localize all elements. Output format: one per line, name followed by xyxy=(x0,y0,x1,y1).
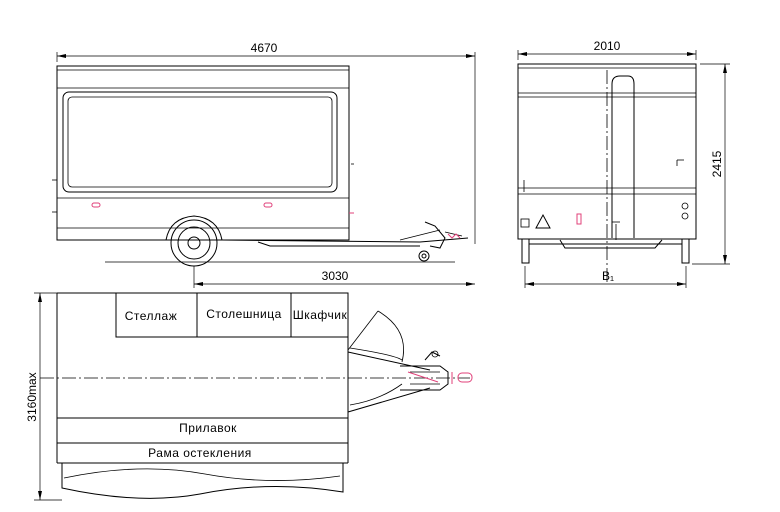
label-worktop: Столешница xyxy=(206,307,282,321)
dim-rear-height: 2415 xyxy=(710,150,724,177)
label-counter: Прилавок xyxy=(179,421,237,435)
rear-body-outline xyxy=(517,63,697,240)
side-window xyxy=(62,91,338,193)
plan-glazing-cut xyxy=(61,463,344,499)
dim-plan-width: 3160max xyxy=(25,372,39,421)
rear-view: 2010 2415 B₁ xyxy=(517,39,730,288)
dim-rear-width: 2010 xyxy=(594,39,621,53)
rear-door xyxy=(611,75,635,238)
label-cabinet: Шкафчик xyxy=(293,308,348,322)
dim-track: B₁ xyxy=(602,269,614,283)
side-view: 4670 3030 xyxy=(52,41,476,288)
plan-view: 3160max Стеллаж Столешница Шкафчик Прила… xyxy=(25,292,473,501)
label-shelf: Стеллаж xyxy=(125,309,178,323)
label-glazing-frame: Рама остекления xyxy=(148,446,252,460)
plan-cabinet xyxy=(290,292,349,338)
side-body-outline xyxy=(56,65,350,241)
dim-side-length: 4670 xyxy=(251,41,278,55)
dim-wheelbase: 3030 xyxy=(322,269,349,283)
